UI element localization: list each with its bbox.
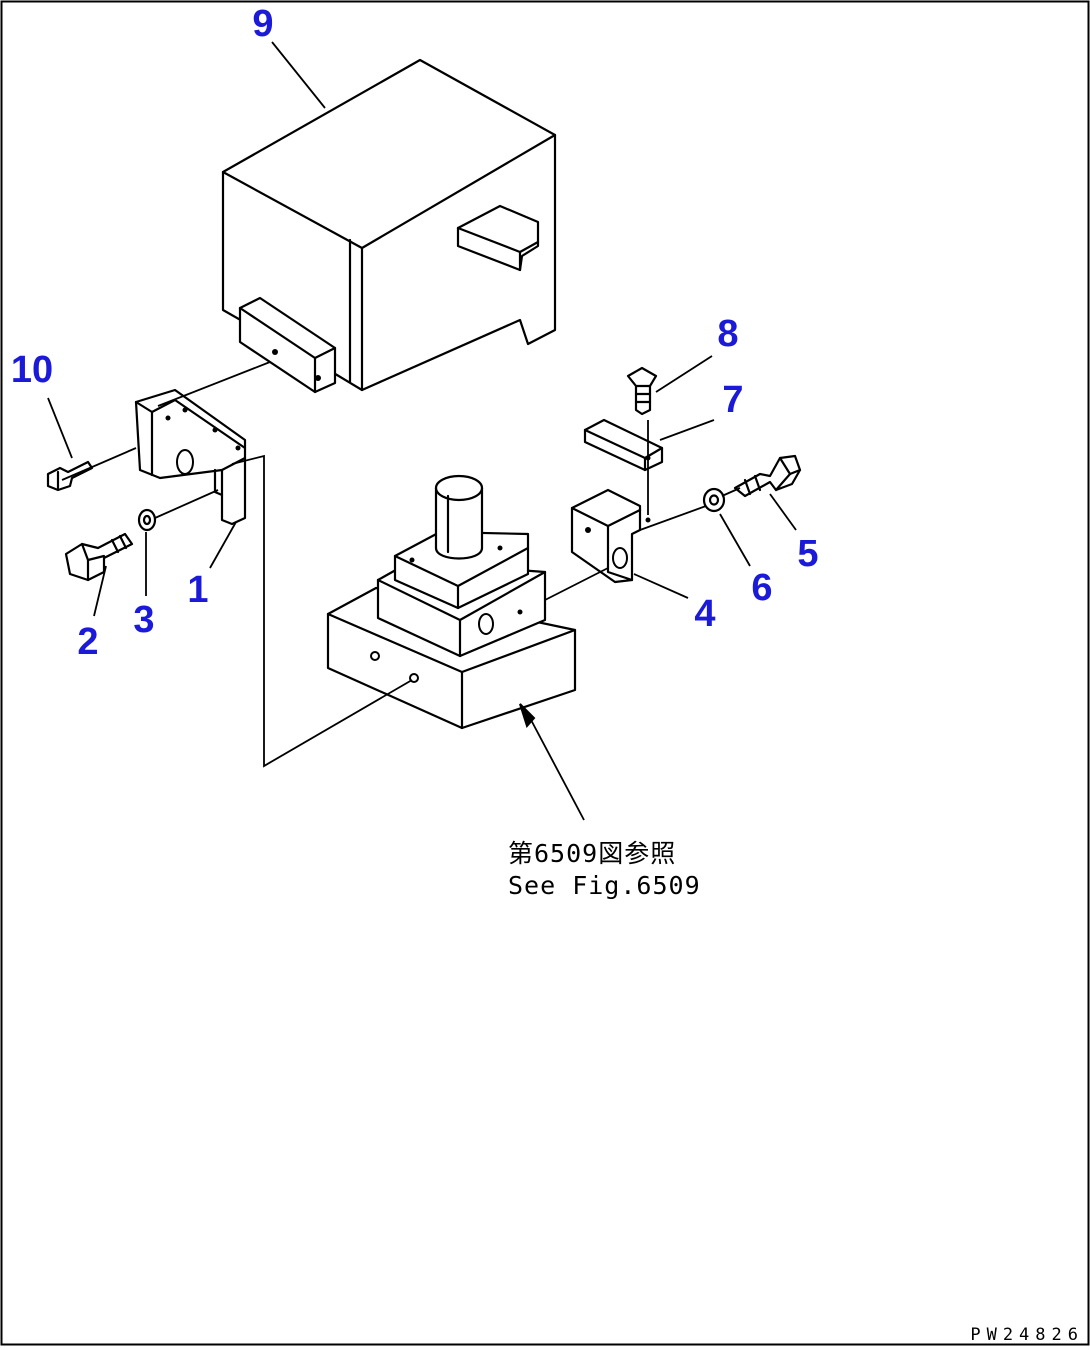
callout-10: 10: [11, 349, 53, 391]
callout-4: 4: [694, 593, 715, 635]
drawing-code: PW24826: [970, 1325, 1084, 1345]
callout-5: 5: [797, 533, 818, 575]
callout-9: 9: [252, 3, 273, 45]
part-washer-3: [137, 508, 157, 532]
part-bolt-2: [64, 532, 134, 582]
callout-numbers: 9 10 8 7 5 6 4 1 3 2: [11, 3, 819, 663]
part-bolt-5: [733, 454, 802, 498]
callout-6: 6: [751, 567, 772, 609]
callout-7: 7: [722, 379, 743, 421]
part-bracket-left: [134, 388, 247, 526]
part-screw-8: [626, 366, 658, 416]
callout-8: 8: [717, 313, 738, 355]
reference-arrow-icon: [519, 703, 536, 728]
part-bracket-4: [570, 488, 651, 584]
reference-note-en: See Fig.6509: [508, 871, 701, 900]
callout-leaders: [47, 41, 797, 821]
part-cover: [221, 58, 557, 394]
callout-1: 1: [187, 569, 208, 611]
reference-note-ja: 第6509図参照: [508, 839, 676, 868]
part-plate-7: [583, 418, 664, 472]
callout-2: 2: [77, 621, 98, 663]
callout-3: 3: [133, 599, 154, 641]
assembly-lines: [61, 361, 741, 768]
valve-assembly: [326, 474, 577, 730]
part-washer-6: [702, 487, 726, 513]
